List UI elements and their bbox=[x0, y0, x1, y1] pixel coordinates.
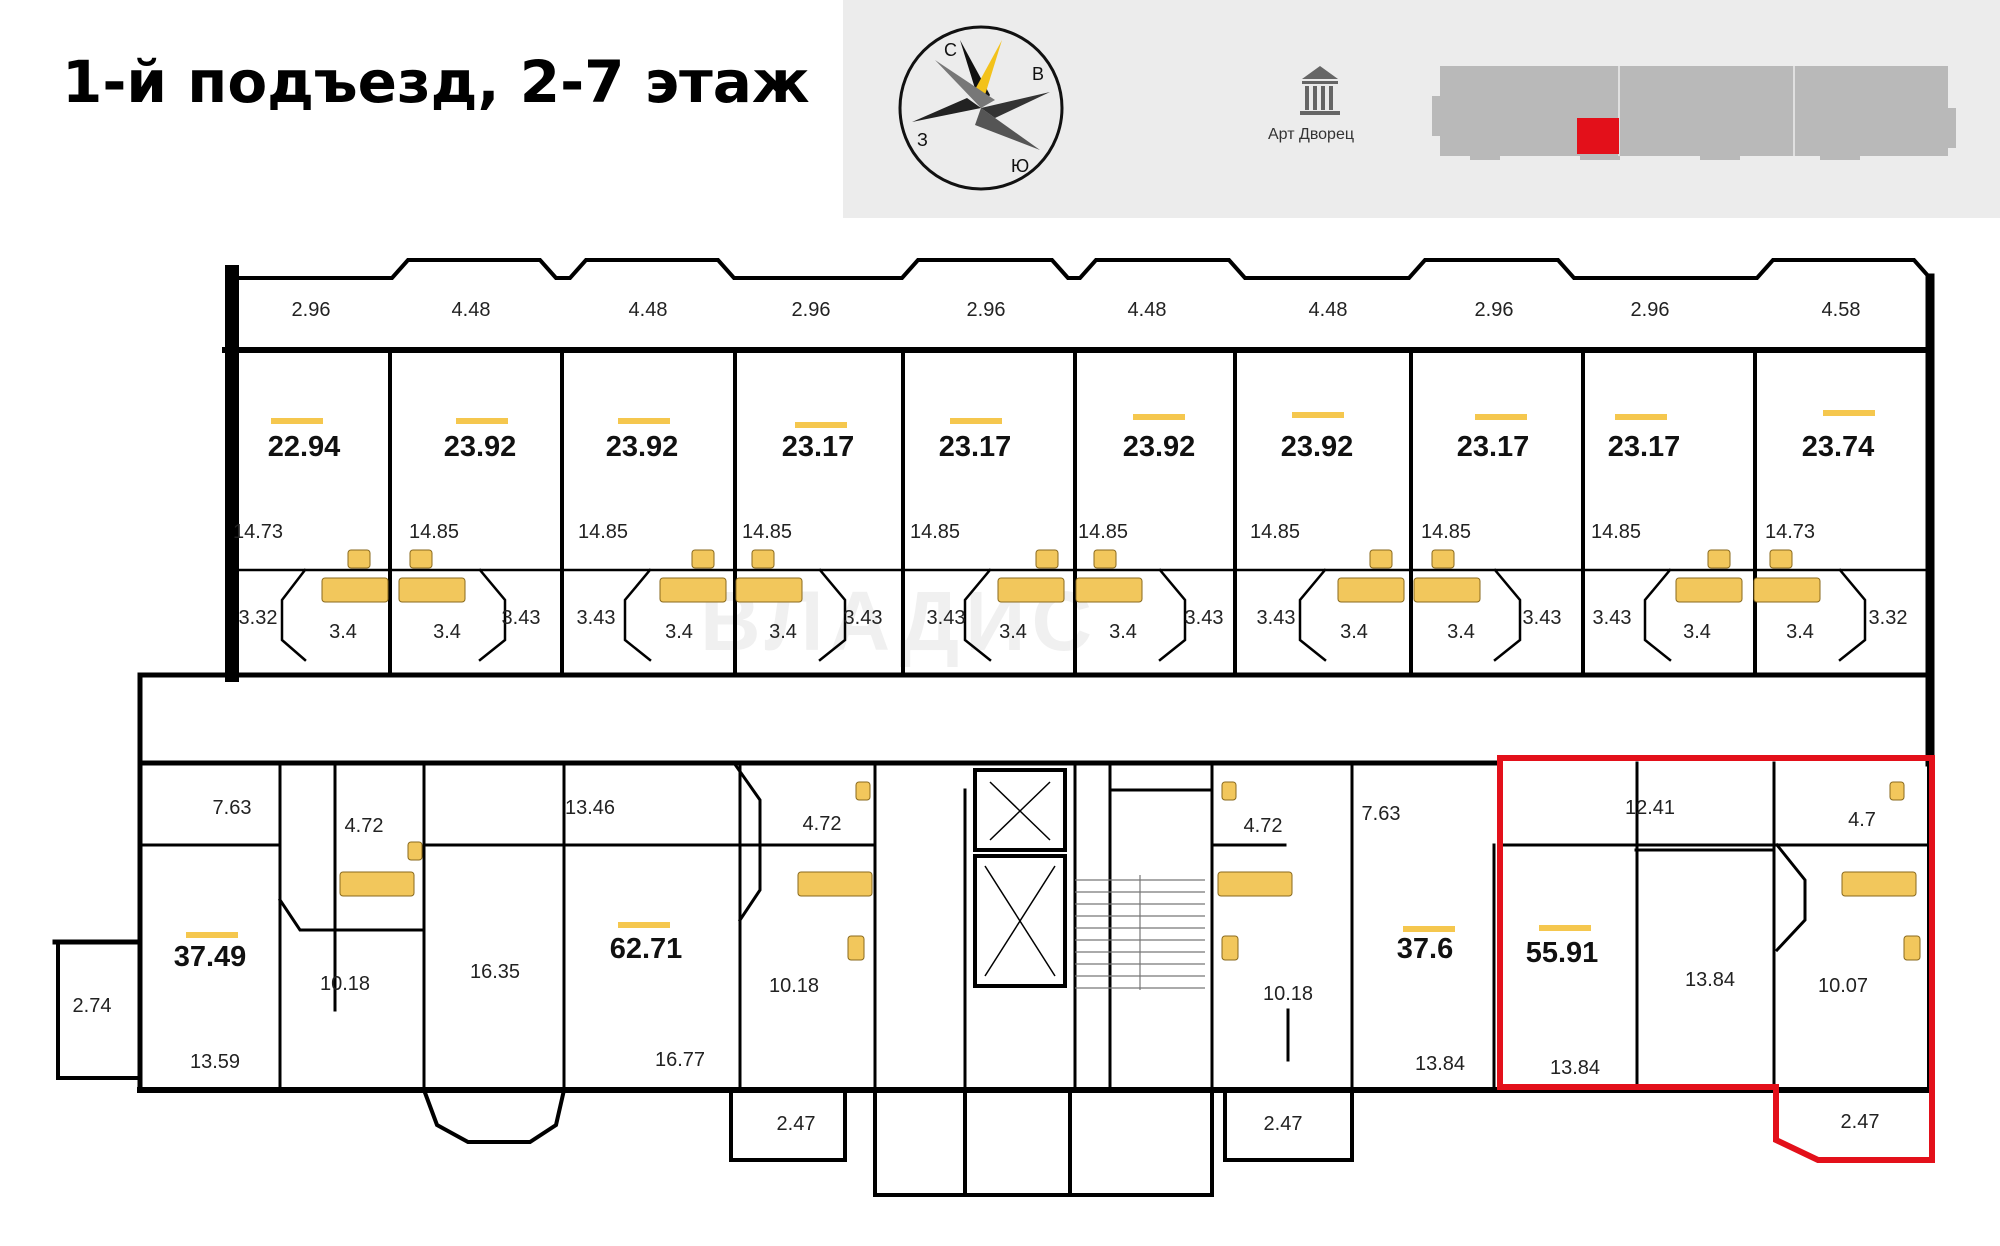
kitchen-area-label: 10.18 bbox=[320, 973, 370, 995]
bath-area-label: 3.4 bbox=[999, 621, 1027, 643]
balcony-area-label: 2.96 bbox=[1475, 299, 1514, 321]
room-area-label: 13.59 bbox=[190, 1051, 240, 1073]
room-area-label: 14.73 bbox=[233, 521, 283, 543]
compass-label-south: Ю bbox=[1011, 156, 1029, 176]
bath-area-label: 3.4 bbox=[1340, 621, 1368, 643]
balcony-area-label: 4.48 bbox=[1309, 299, 1348, 321]
room-area-label: 16.77 bbox=[655, 1049, 705, 1071]
storage-area-label: 2.74 bbox=[73, 995, 112, 1017]
bath-area-label: 4.72 bbox=[345, 815, 384, 837]
balcony-area-label: 4.58 bbox=[1822, 299, 1861, 321]
hall-area-label: 3.43 bbox=[1257, 607, 1296, 629]
hall-area-label: 3.32 bbox=[239, 607, 278, 629]
hall-area-label: 3.43 bbox=[844, 607, 883, 629]
hall-area-label: 3.43 bbox=[1185, 607, 1224, 629]
room-area-label: 14.85 bbox=[578, 521, 628, 543]
apartment-area-label: 23.17 bbox=[782, 431, 855, 463]
room-area-label: 16.35 bbox=[470, 961, 520, 983]
room-area-label: 14.85 bbox=[1421, 521, 1471, 543]
selected-apartment-outline[interactable] bbox=[1497, 755, 1935, 1163]
bath-area-label: 3.4 bbox=[329, 621, 357, 643]
room-area-label: 14.85 bbox=[1591, 521, 1641, 543]
entrance-location-marker bbox=[1577, 118, 1619, 154]
bath-area-label: 4.72 bbox=[803, 813, 842, 835]
hall-area-label: 7.63 bbox=[213, 797, 252, 819]
apartment-area-label: 23.92 bbox=[1281, 431, 1354, 463]
hall-area-label: 3.43 bbox=[502, 607, 541, 629]
hall-area-label: 3.43 bbox=[927, 607, 966, 629]
compass-label-north: С bbox=[944, 40, 957, 60]
elevator-shafts bbox=[973, 768, 1067, 988]
kitchen-area-label: 10.18 bbox=[1263, 983, 1313, 1005]
bath-area-label: 3.4 bbox=[433, 621, 461, 643]
landmark-label: Арт Дворец bbox=[1268, 126, 1354, 143]
apartment-area-label: 62.71 bbox=[610, 933, 683, 965]
apartment-area-label: 23.92 bbox=[606, 431, 679, 463]
bath-area-label: 3.4 bbox=[1786, 621, 1814, 643]
bath-area-label: 3.4 bbox=[769, 621, 797, 643]
apartment-area-label: 23.17 bbox=[1457, 431, 1530, 463]
building-columns-icon bbox=[1300, 66, 1340, 115]
balcony-area-label: 4.48 bbox=[452, 299, 491, 321]
bath-area-label: 3.4 bbox=[1109, 621, 1137, 643]
apartment-area-label: 55.91 bbox=[1526, 937, 1599, 969]
apartment-area-label: 23.92 bbox=[1123, 431, 1196, 463]
room-area-label: 13.84 bbox=[1685, 969, 1735, 991]
room-area-label: 14.85 bbox=[1078, 521, 1128, 543]
balcony-area-label: 2.47 bbox=[777, 1113, 816, 1135]
bath-area-label: 4.7 bbox=[1848, 809, 1876, 831]
apartment-area-label: 23.74 bbox=[1802, 431, 1875, 463]
apartment-area-label: 23.17 bbox=[1608, 431, 1681, 463]
room-area-label: 13.84 bbox=[1415, 1053, 1465, 1075]
balcony-area-label: 2.47 bbox=[1841, 1111, 1880, 1133]
balcony-area-label: 2.96 bbox=[967, 299, 1006, 321]
balcony-area-label: 2.96 bbox=[792, 299, 831, 321]
hall-area-label: 7.63 bbox=[1362, 803, 1401, 825]
room-area-label: 14.85 bbox=[409, 521, 459, 543]
room-area-label: 14.85 bbox=[1250, 521, 1300, 543]
room-area-label: 14.85 bbox=[742, 521, 792, 543]
apartment-area-label: 23.17 bbox=[939, 431, 1012, 463]
balcony-area-label: 2.47 bbox=[1264, 1113, 1303, 1135]
fixtures bbox=[321, 549, 1921, 961]
area-accent-bars bbox=[186, 410, 1875, 938]
kitchen-area-label: 10.18 bbox=[769, 975, 819, 997]
walls bbox=[52, 258, 1935, 1197]
room-area-label: 14.73 bbox=[1765, 521, 1815, 543]
bath-area-label: 3.4 bbox=[665, 621, 693, 643]
bath-area-label: 4.72 bbox=[1244, 815, 1283, 837]
hall-area-label: 3.43 bbox=[1523, 607, 1562, 629]
bath-area-label: 3.4 bbox=[1447, 621, 1475, 643]
room-area-label: 14.85 bbox=[910, 521, 960, 543]
kitchen-area-label: 10.07 bbox=[1818, 975, 1868, 997]
hall-area-label: 3.32 bbox=[1869, 607, 1908, 629]
hall-area-label: 13.46 bbox=[565, 797, 615, 819]
balcony-area-label: 4.48 bbox=[629, 299, 668, 321]
bath-area-label: 3.4 bbox=[1683, 621, 1711, 643]
room-area-label: 13.84 bbox=[1550, 1057, 1600, 1079]
page-title: 1-й подъезд, 2-7 этаж bbox=[62, 48, 810, 116]
building-site-plan bbox=[1432, 66, 1956, 160]
apartment-area-label: 23.92 bbox=[444, 431, 517, 463]
balcony-area-label: 4.48 bbox=[1128, 299, 1167, 321]
balcony-area-label: 2.96 bbox=[292, 299, 331, 321]
balcony-area-label: 2.96 bbox=[1631, 299, 1670, 321]
staircase bbox=[1075, 875, 1205, 990]
compass-label-east: В bbox=[1032, 64, 1044, 84]
apartment-area-label: 22.94 bbox=[268, 431, 341, 463]
hall-area-label: 3.43 bbox=[577, 607, 616, 629]
hall-area-label: 3.43 bbox=[1593, 607, 1632, 629]
compass-rose-icon: С В Ю З bbox=[898, 25, 1064, 191]
hall-area-label: 12.41 bbox=[1625, 797, 1675, 819]
compass-label-west: З bbox=[917, 130, 928, 150]
apartment-area-label: 37.6 bbox=[1397, 933, 1453, 965]
area-labels: 2.96 22.94 14.73 3.32 3.4 4.48 23.92 14.85 3.43 3… bbox=[73, 299, 1908, 1135]
apartment-area-label: 37.49 bbox=[174, 941, 247, 973]
